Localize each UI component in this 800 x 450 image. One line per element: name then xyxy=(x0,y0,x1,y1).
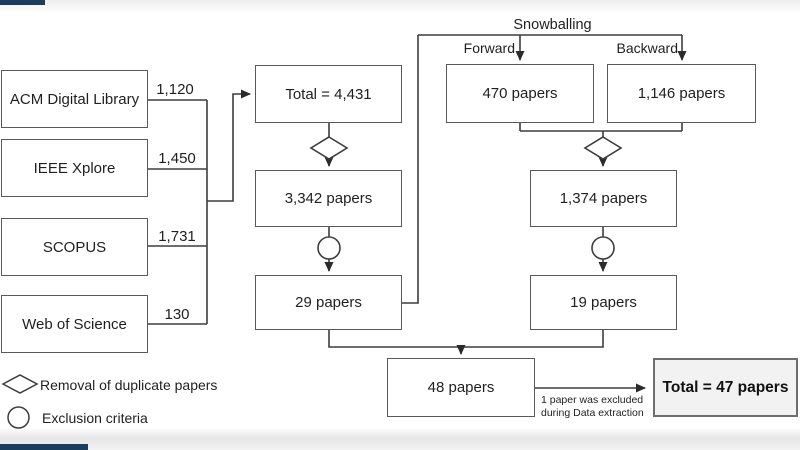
connector-29-to-snowballing xyxy=(402,35,419,304)
legend-circle-icon xyxy=(7,406,30,429)
legend-diamond-label: Removal of duplicate papers xyxy=(40,377,218,393)
duplicate-removal-diamond-icon xyxy=(309,136,349,160)
top-left-accent-bar xyxy=(0,0,45,5)
source-box-wos: Web of Science xyxy=(1,295,148,353)
data-extraction-note: 1 paper was excluded during Data extract… xyxy=(541,394,653,419)
after-exclusion-29-box: 29 papers xyxy=(255,275,402,330)
duplicate-removal-diamond-icon xyxy=(583,136,623,160)
after-duplicates-3342-box: 3,342 papers xyxy=(255,170,402,227)
after-exclusion-19-box: 19 papers xyxy=(530,275,677,330)
source-box-scopus: SCOPUS xyxy=(1,218,148,276)
count-label-ieee: 1,450 xyxy=(158,150,196,167)
backward-1146-box: 1,146 papers xyxy=(607,64,756,123)
forward-label: Forward xyxy=(463,40,515,56)
snowballing-title: Snowballing xyxy=(513,17,592,33)
backward-label: Backward xyxy=(616,40,678,56)
exclusion-circle-icon xyxy=(317,236,341,260)
count-label-acm: 1,120 xyxy=(156,81,194,98)
final-total-47-box: Total = 47 papers xyxy=(653,358,798,417)
legend-diamond-icon xyxy=(1,374,39,394)
connector-trunk-to-total-arrow xyxy=(207,89,251,202)
bottom-left-accent-bar xyxy=(0,444,88,450)
note-line-2: during Data extraction xyxy=(541,406,644,419)
after-duplicates-1374-box: 1,374 papers xyxy=(530,170,677,227)
forward-470-box: 470 papers xyxy=(446,64,594,123)
note-line-1: 1 paper was excluded xyxy=(541,394,644,406)
count-label-scopus: 1,731 xyxy=(158,228,196,245)
exclusion-circle-icon xyxy=(591,236,615,260)
bottom-gradient-band xyxy=(0,429,800,450)
connector-merge xyxy=(328,330,604,348)
source-box-acm: ACM Digital Library xyxy=(1,70,148,128)
count-label-wos: 130 xyxy=(164,306,190,323)
source-box-ieee: IEEE Xplore xyxy=(1,139,148,197)
legend-circle-label: Exclusion criteria xyxy=(42,410,148,426)
combined-48-box: 48 papers xyxy=(387,358,535,417)
top-gradient-band xyxy=(0,0,800,14)
total-4431-box: Total = 4,431 xyxy=(255,65,402,123)
